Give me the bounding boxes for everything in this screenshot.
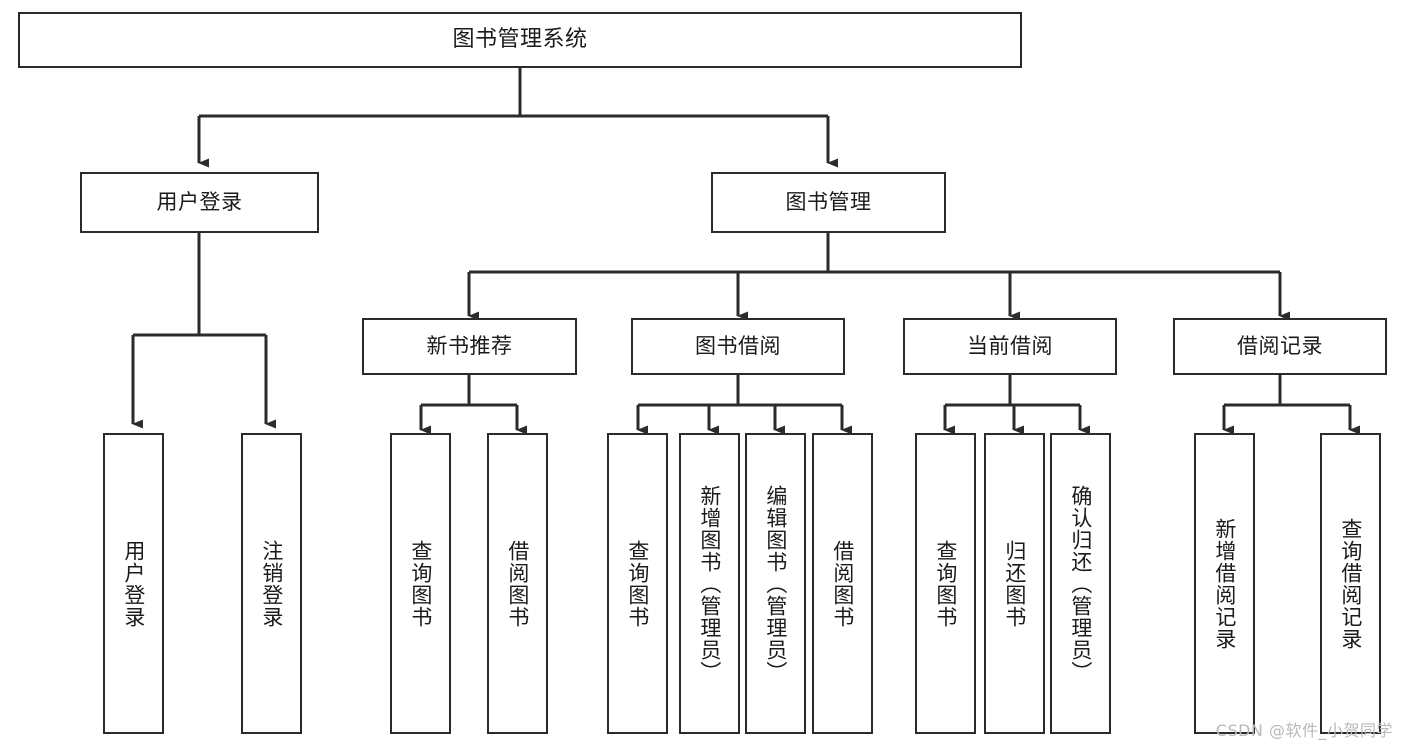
leaf-borrow-book-rec[interactable]: 借阅图书 bbox=[487, 433, 548, 734]
node-book-borrow[interactable]: 图书借阅 bbox=[631, 318, 845, 375]
leaf-query-book-current-label: 查询图书 bbox=[933, 539, 958, 628]
leaf-query-book-rec-label: 查询图书 bbox=[408, 539, 433, 628]
node-root-label: 图书管理系统 bbox=[452, 27, 588, 53]
leaf-return-book-label: 归还图书 bbox=[1002, 539, 1027, 628]
leaf-query-book-current[interactable]: 查询图书 bbox=[915, 433, 976, 734]
node-borrow-record[interactable]: 借阅记录 bbox=[1173, 318, 1387, 375]
leaf-logout-label: 注销登录 bbox=[259, 539, 284, 628]
node-current-borrow[interactable]: 当前借阅 bbox=[903, 318, 1117, 375]
leaf-add-borrow-record[interactable]: 新增借阅记录 bbox=[1194, 433, 1255, 734]
leaf-query-borrow-record[interactable]: 查询借阅记录 bbox=[1320, 433, 1381, 734]
leaf-edit-book-admin-label: 编辑图书（管理员） bbox=[763, 484, 788, 683]
leaf-confirm-return-admin-label: 确认归还（管理员） bbox=[1068, 484, 1093, 683]
leaf-add-book-admin-label: 新增图书（管理员） bbox=[697, 484, 722, 683]
leaf-query-borrow-record-label: 查询借阅记录 bbox=[1338, 517, 1363, 650]
node-user-login-label: 用户登录 bbox=[156, 190, 243, 215]
node-user-login[interactable]: 用户登录 bbox=[80, 172, 319, 233]
leaf-user-login-label: 用户登录 bbox=[121, 539, 146, 628]
leaf-return-book[interactable]: 归还图书 bbox=[984, 433, 1045, 734]
node-borrow-record-label: 借阅记录 bbox=[1237, 334, 1323, 359]
leaf-add-borrow-record-label: 新增借阅记录 bbox=[1212, 517, 1237, 650]
node-current-borrow-label: 当前借阅 bbox=[967, 334, 1053, 359]
leaf-confirm-return-admin[interactable]: 确认归还（管理员） bbox=[1050, 433, 1111, 734]
leaf-add-book-admin[interactable]: 新增图书（管理员） bbox=[679, 433, 740, 734]
leaf-query-book-rec[interactable]: 查询图书 bbox=[390, 433, 451, 734]
node-book-borrow-label: 图书借阅 bbox=[695, 334, 781, 359]
node-root[interactable]: 图书管理系统 bbox=[18, 12, 1022, 68]
leaf-user-login[interactable]: 用户登录 bbox=[103, 433, 164, 734]
node-book-manage-label: 图书管理 bbox=[785, 190, 872, 215]
leaf-logout[interactable]: 注销登录 bbox=[241, 433, 302, 734]
node-book-manage[interactable]: 图书管理 bbox=[711, 172, 946, 233]
node-new-book-recommend-label: 新书推荐 bbox=[426, 334, 513, 359]
leaf-edit-book-admin[interactable]: 编辑图书（管理员） bbox=[745, 433, 806, 734]
leaf-query-book-borrow[interactable]: 查询图书 bbox=[607, 433, 668, 734]
leaf-borrow-book[interactable]: 借阅图书 bbox=[812, 433, 873, 734]
leaf-borrow-book-label: 借阅图书 bbox=[830, 539, 855, 628]
node-new-book-recommend[interactable]: 新书推荐 bbox=[362, 318, 577, 375]
leaf-query-book-borrow-label: 查询图书 bbox=[625, 539, 650, 628]
leaf-borrow-book-rec-label: 借阅图书 bbox=[505, 539, 530, 628]
